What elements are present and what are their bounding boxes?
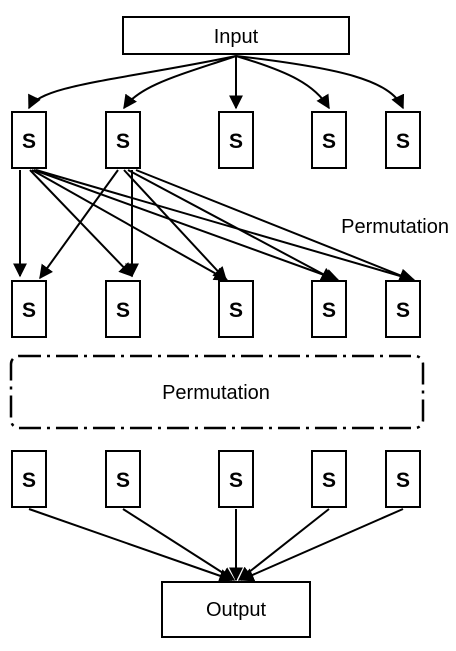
edge-s1-output <box>28 508 234 583</box>
sbox-r3-5-label: S <box>396 469 410 492</box>
sbox-r1-3-label: S <box>229 130 243 153</box>
sbox-r3-4 <box>311 450 347 508</box>
sbox-r2-2 <box>105 280 141 338</box>
sbox-r1-4-label: S <box>322 130 336 153</box>
permutation-box <box>9 354 425 430</box>
sbox-r1-2-label: S <box>116 130 130 153</box>
output-edges <box>28 508 404 583</box>
edge-p-2-5 <box>135 169 414 282</box>
sbox-row-2: S S S S S <box>11 280 421 338</box>
sbox-r3-5 <box>385 450 421 508</box>
input-box <box>122 16 350 55</box>
edge-input-s5 <box>235 55 405 110</box>
sbox-row-1: S S S S S <box>11 111 421 169</box>
edge-input-s2 <box>123 55 237 110</box>
edge-s2-output <box>122 508 236 581</box>
sbox-r2-3-label: S <box>229 299 243 322</box>
edge-p-2-4 <box>127 169 336 281</box>
edge-input-s4 <box>235 55 330 110</box>
permutation-edges <box>13 169 416 284</box>
sbox-r1-1 <box>11 111 47 169</box>
sbox-r3-1 <box>11 450 47 508</box>
sbox-r2-3 <box>218 280 254 338</box>
input-label: Input <box>214 26 259 48</box>
sbox-r1-5 <box>385 111 421 169</box>
edge-p-2-1 <box>39 169 119 280</box>
sbox-r3-4-label: S <box>322 469 336 492</box>
edge-p-1-5 <box>35 169 416 284</box>
sbox-r3-3 <box>218 450 254 508</box>
sbox-r3-3-label: S <box>229 469 243 492</box>
edge-s5-output <box>239 508 404 582</box>
permutation-box-label: Permutation <box>162 382 270 404</box>
output-box <box>161 581 311 638</box>
sbox-r2-5-label: S <box>396 299 410 322</box>
sbox-r1-2 <box>105 111 141 169</box>
sbox-r2-2-label: S <box>116 299 130 322</box>
edge-input-s1 <box>28 55 237 110</box>
sbox-row-3: S S S S S <box>11 450 421 508</box>
sbox-r3-2 <box>105 450 141 508</box>
sbox-r2-1 <box>11 280 47 338</box>
sbox-r2-4-label: S <box>322 299 336 322</box>
sbox-r3-2-label: S <box>116 469 130 492</box>
edge-p-1-2 <box>29 169 133 278</box>
sbox-r1-4 <box>311 111 347 169</box>
sbox-r2-4 <box>311 280 347 338</box>
sbox-r2-5 <box>385 280 421 338</box>
edge-p-1-4 <box>33 169 340 283</box>
edge-p-2-3 <box>123 169 227 282</box>
sbox-r1-1-label: S <box>22 130 36 153</box>
permutation-side-label: Permutation <box>341 216 449 238</box>
input-edges <box>28 55 405 110</box>
sbox-r2-1-label: S <box>22 299 36 322</box>
sbox-r1-3 <box>218 111 254 169</box>
edge-s4-output <box>237 508 330 581</box>
edge-p-1-3 <box>31 169 229 281</box>
output-label: Output <box>206 599 266 621</box>
sbox-r3-1-label: S <box>22 469 36 492</box>
sbox-r1-5-label: S <box>396 130 410 153</box>
